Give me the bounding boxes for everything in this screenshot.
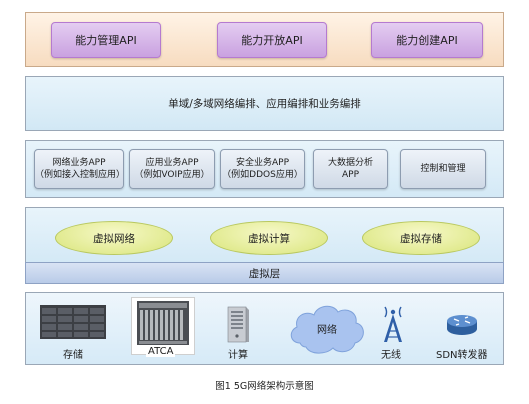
sdn-forwarder-label: SDN转发器 bbox=[436, 350, 488, 361]
capability-management-api: 能力管理API bbox=[51, 22, 161, 58]
security-service-app: 安全业务APP （例如DDOS应用） bbox=[220, 149, 305, 189]
virtual-layer-bar: 虚拟层 bbox=[25, 262, 504, 284]
virtual-layer-label: 虚拟层 bbox=[248, 267, 281, 280]
big-data-analytics-app: 大数据分析 APP bbox=[313, 149, 388, 189]
app-title: 应用业务APP bbox=[145, 158, 199, 168]
atca-chassis-icon bbox=[131, 297, 195, 355]
wireless-label: 无线 bbox=[381, 350, 401, 361]
app-title: 网络业务APP bbox=[52, 158, 106, 168]
app-title: 控制和管理 bbox=[420, 164, 466, 174]
capability-exposure-api: 能力开放API bbox=[217, 22, 327, 58]
application-layer: 网络业务APP （例如接入控制应用） 应用业务APP （例如VOIP应用） 安全… bbox=[25, 140, 504, 198]
server-tower-icon bbox=[224, 305, 250, 347]
storage-label: 存储 bbox=[63, 350, 83, 361]
orchestration-layer: 单域/多域网络编排、应用编排和业务编排 bbox=[25, 76, 504, 131]
router-icon bbox=[445, 311, 479, 341]
app-subtitle: （例如接入控制应用） bbox=[35, 170, 126, 180]
radio-tower-icon bbox=[380, 301, 406, 347]
app-subtitle: （例如VOIP应用） bbox=[134, 170, 210, 180]
api-layer: 能力管理API 能力开放API 能力创建API bbox=[25, 12, 504, 67]
app-subtitle: APP bbox=[341, 170, 359, 180]
capability-creation-api: 能力创建API bbox=[371, 22, 483, 58]
virtual-network-ellipse: 虚拟网络 bbox=[55, 221, 173, 255]
figure-caption: 图1 5G网络架构示意图 bbox=[215, 381, 314, 392]
app-title: 大数据分析 bbox=[327, 158, 373, 168]
compute-label: 计算 bbox=[228, 350, 248, 361]
control-management-app: 控制和管理 bbox=[400, 149, 486, 189]
atca-label: ATCA bbox=[146, 346, 176, 357]
application-service-app: 应用业务APP （例如VOIP应用） bbox=[129, 149, 215, 189]
app-subtitle: （例如DDOS应用） bbox=[222, 170, 303, 180]
storage-array-icon bbox=[40, 305, 106, 343]
virtual-storage-ellipse: 虚拟存储 bbox=[362, 221, 480, 255]
network-cloud-icon: 网络 bbox=[286, 299, 368, 361]
hardware-layer: 存储 ATCA 计算 bbox=[25, 292, 504, 365]
virtual-compute-ellipse: 虚拟计算 bbox=[210, 221, 328, 255]
network-label: 网络 bbox=[317, 325, 337, 336]
orchestration-label: 单域/多域网络编排、应用编排和业务编排 bbox=[168, 98, 361, 110]
virtualization-layer: 虚拟网络 虚拟计算 虚拟存储 bbox=[25, 207, 504, 262]
network-service-app: 网络业务APP （例如接入控制应用） bbox=[34, 149, 126, 189]
app-title: 安全业务APP bbox=[235, 158, 289, 168]
